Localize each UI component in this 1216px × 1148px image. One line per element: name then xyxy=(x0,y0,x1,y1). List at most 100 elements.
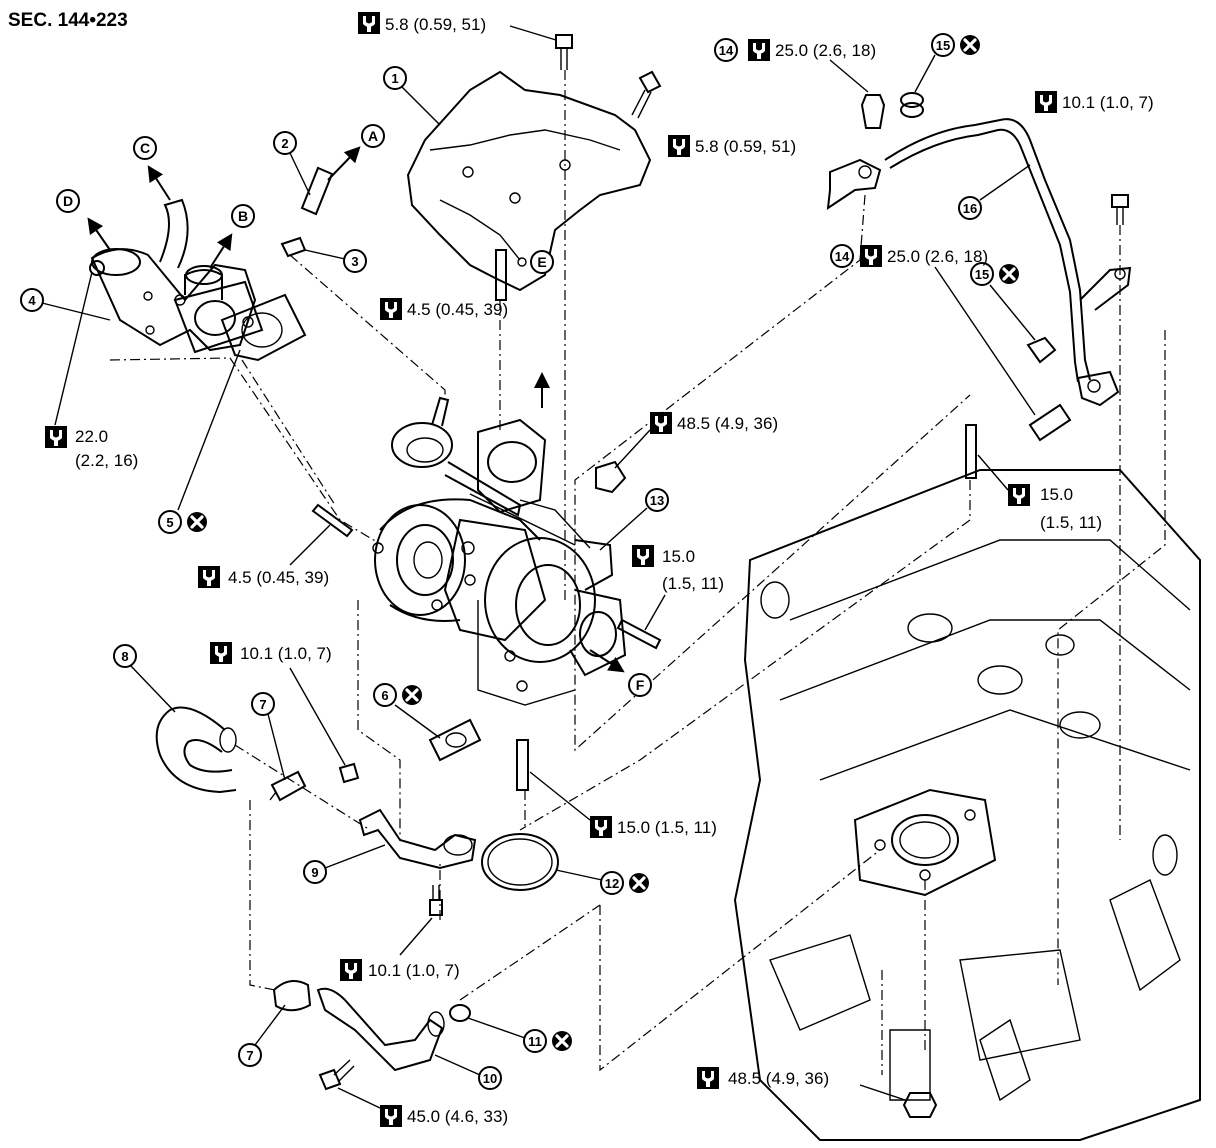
do-not-reuse-icon xyxy=(958,33,982,57)
torque-lower-stud: 15.0 (1.5, 11) xyxy=(529,771,717,838)
direction-arrows xyxy=(87,146,625,673)
do-not-reuse-icon xyxy=(550,1029,574,1053)
water-hose xyxy=(300,166,334,216)
eye-bolt-top xyxy=(860,94,886,129)
svg-text:2: 2 xyxy=(281,136,288,151)
callout-5: 5 xyxy=(158,349,241,534)
cylinder-block xyxy=(733,469,1201,1141)
callout-7-lower: 7 xyxy=(238,1004,286,1067)
water-pipe-lower xyxy=(316,987,445,1072)
svg-text:15.0: 15.0 xyxy=(662,547,695,566)
torque-block-stud: 15.0 (1.5, 11) xyxy=(977,454,1102,532)
svg-text:8: 8 xyxy=(121,649,128,664)
svg-text:E: E xyxy=(537,254,546,270)
callout-14-mid: 14 xyxy=(830,244,1036,416)
svg-text:16: 16 xyxy=(963,201,977,216)
arrow-label-a: A xyxy=(361,124,385,148)
section-label: SEC. 144•223 xyxy=(8,10,128,31)
callout-8: 8 xyxy=(113,644,176,713)
fasteners xyxy=(311,34,1129,1118)
oil-return-pipe xyxy=(358,808,477,870)
torque-wrench-icon xyxy=(380,298,402,320)
eye-bolt-lower xyxy=(1028,403,1072,442)
exhaust-gasket xyxy=(481,833,559,891)
hose-clamp-lower xyxy=(272,980,312,1012)
torque-wrench-icon xyxy=(45,426,67,448)
callout-3: 3 xyxy=(304,249,367,273)
torque-tube-bracket-bolt: 10.1 (1.0, 7) xyxy=(1035,91,1154,113)
svg-text:D: D xyxy=(63,193,73,209)
torque-wrench-icon xyxy=(380,1105,402,1127)
callout-1: 1 xyxy=(383,66,441,126)
svg-text:15: 15 xyxy=(936,38,950,53)
svg-text:10.1 (1.0, 7): 10.1 (1.0, 7) xyxy=(1062,93,1154,112)
svg-text:45.0 (4.6, 33): 45.0 (4.6, 33) xyxy=(407,1107,508,1126)
do-not-reuse-icon xyxy=(627,871,651,895)
svg-text:5.8 (0.59, 51): 5.8 (0.59, 51) xyxy=(695,137,796,156)
svg-text:F: F xyxy=(636,677,645,693)
alignment-lines xyxy=(109,70,1166,1075)
copper-washer-top xyxy=(900,92,924,108)
torque-stud-right: 15.0 (1.5, 11) xyxy=(632,545,724,631)
svg-text:10.1 (1.0, 7): 10.1 (1.0, 7) xyxy=(240,644,332,663)
arrow-label-e: E xyxy=(530,250,554,274)
copper-washer-lower xyxy=(1026,336,1057,364)
svg-text:7: 7 xyxy=(259,697,266,712)
torque-wrench-icon xyxy=(590,816,612,838)
torque-wrench-icon xyxy=(632,545,654,567)
heat-insulator xyxy=(406,70,652,292)
torque-wrench-icon xyxy=(650,412,672,434)
oil-feed-tube xyxy=(826,118,1132,407)
torque-wrench-icon xyxy=(210,642,232,664)
callout-11: 11 xyxy=(467,1017,574,1053)
callout-14-top: 14 xyxy=(714,38,869,93)
svg-text:10: 10 xyxy=(483,1071,497,1086)
torque-wrench-icon xyxy=(697,1067,719,1089)
svg-text:15: 15 xyxy=(975,267,989,282)
torque-stud-left: 4.5 (0.45, 39) xyxy=(198,524,331,588)
torque-top-bolt: 5.8 (0.59, 51) xyxy=(358,12,557,41)
arrow-label-c: C xyxy=(133,136,157,160)
arrow-label-f: F xyxy=(628,673,652,697)
svg-text:4: 4 xyxy=(28,293,36,308)
callout-2: 2 xyxy=(273,131,311,196)
svg-text:A: A xyxy=(368,128,378,144)
outlet-gasket xyxy=(220,293,307,362)
torque-oil-return-bolt: 10.1 (1.0, 7) xyxy=(340,917,460,981)
svg-text:25.0 (2.6, 18): 25.0 (2.6, 18) xyxy=(887,247,988,266)
svg-text:48.5 (4.9, 36): 48.5 (4.9, 36) xyxy=(728,1069,829,1088)
arrow-label-b: B xyxy=(231,204,255,228)
callout-12: 12 xyxy=(555,869,651,895)
torque-wrench-icon xyxy=(748,39,770,61)
torque-outlet-bolt: 22.0 (2.2, 16) xyxy=(45,271,138,470)
hose-clamp-upper xyxy=(269,770,307,802)
svg-text:4.5 (0.45, 39): 4.5 (0.45, 39) xyxy=(407,300,508,319)
callout-7-upper: 7 xyxy=(251,692,286,781)
svg-text:14: 14 xyxy=(835,249,850,264)
do-not-reuse-icon xyxy=(400,683,424,707)
torque-wrench-icon xyxy=(340,959,362,981)
svg-text:15.0 (1.5, 11): 15.0 (1.5, 11) xyxy=(617,818,717,837)
torque-side-bolt: 5.8 (0.59, 51) xyxy=(668,135,796,157)
callout-10: 10 xyxy=(434,1054,502,1090)
turbocharger-assembly xyxy=(372,396,627,692)
svg-text:1: 1 xyxy=(391,71,398,86)
svg-text:13: 13 xyxy=(650,493,664,508)
svg-text:10.1 (1.0, 7): 10.1 (1.0, 7) xyxy=(368,961,460,980)
svg-text:14: 14 xyxy=(719,43,734,58)
svg-text:3: 3 xyxy=(351,254,358,269)
o-ring xyxy=(449,1004,471,1022)
torque-eye-bolt-top: 25.0 (2.6, 18) xyxy=(748,39,876,61)
exhaust-gasket-inner xyxy=(487,838,553,886)
svg-text:B: B xyxy=(238,208,248,224)
svg-text:(2.2, 16): (2.2, 16) xyxy=(75,451,138,470)
oil-return-hose xyxy=(155,706,237,794)
outlet-bolt xyxy=(89,260,105,276)
svg-text:9: 9 xyxy=(311,865,318,880)
torque-oil-inlet-bolt: 10.1 (1.0, 7) xyxy=(210,642,346,766)
svg-text:(1.5, 11): (1.5, 11) xyxy=(662,574,724,593)
do-not-reuse-icon xyxy=(997,262,1021,286)
hose-clamp xyxy=(280,236,307,258)
svg-text:15.0: 15.0 xyxy=(1040,485,1073,504)
